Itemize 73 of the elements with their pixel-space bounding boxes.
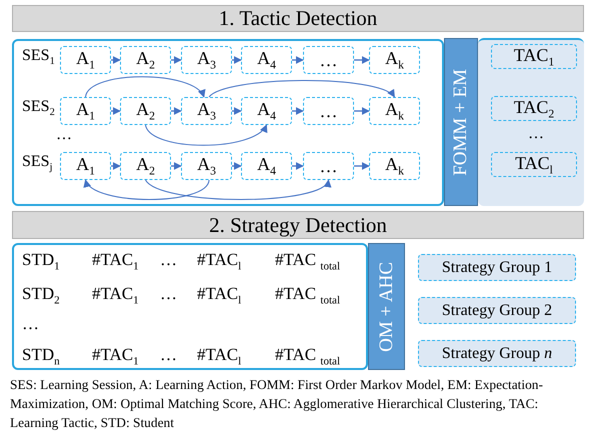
section-header: 1. Tactic Detection [12,5,584,32]
action-box: A$_{4}$ [241,46,292,74]
result-panel [478,38,584,206]
tactic-box: TAC$_{l}$ [491,152,577,177]
action-box: A$_{4}$ [241,97,292,125]
arrow [292,56,304,64]
table-cell: #TAC $_{total}$ [275,250,340,272]
tactic-box: TAC$_{2}$ [491,96,577,121]
action-box: A$_{k}$ [369,152,420,180]
action-box: … [303,46,354,74]
action-box: A$_{k}$ [369,46,420,74]
action-box: A$_{3}$ [181,152,232,180]
curved-arrow [85,76,204,98]
row-label: … [56,126,72,144]
arrow [171,162,182,170]
table-cell: … [160,284,177,304]
table-cell: #TAC$_{l}$ [197,284,242,306]
curved-arrow [85,179,210,200]
strategy-group-box: Strategy Group n [418,340,576,367]
panel [12,39,444,206]
arrow [354,56,370,64]
table-cell: #TAC$_{l}$ [197,250,242,272]
action-box: A$_{1}$ [60,152,111,180]
arrow [232,56,242,64]
table-cell: … [22,314,39,334]
table-cell: #TAC$_{1}$ [92,250,139,272]
caption: SES: Learning Session, A: Learning Action, FOMM: First Order Markov Model, EM: Expectation-Maximization, OM: Optimal Matching Score, AHC: Agglomerative Hierarchical Clustering, TAC: Learning Tactic, STD: Student [10,376,544,432]
arrow [354,107,370,115]
arrow [292,162,304,170]
table-cell: #TAC$_{l}$ [197,345,242,368]
arrow [171,56,182,64]
table-cell: STD$_{n}$ [22,345,60,368]
table-cell: #TAC $_{total}$ [275,345,340,368]
strategy-group-box: Strategy Group 2 [418,297,576,324]
table-cell: #TAC $_{total}$ [275,284,340,306]
curved-arrow [145,179,329,200]
strategy-group-box: Strategy Group 1 [418,254,576,281]
action-box: A$_{2}$ [120,46,171,74]
arrow [111,56,121,64]
action-box: A$_{1}$ [60,97,111,125]
action-box: A$_{k}$ [369,97,420,125]
action-box: A$_{1}$ [60,46,111,74]
action-box: A$_{2}$ [120,97,171,125]
table-cell: #TAC$_{1}$ [92,345,139,368]
arrow [111,162,121,170]
action-box: A$_{3}$ [181,46,232,74]
tactic-box: TAC$_{1}$ [491,44,577,69]
arrow [232,107,242,115]
action-box: A$_{4}$ [241,152,292,180]
table-cell: … [160,345,177,365]
arrow [171,107,182,115]
table-cell: STD$_{1}$ [22,250,60,272]
table-cell: STD$_{2}$ [22,284,60,306]
curved-arrow [145,124,267,146]
action-box: … [303,152,354,180]
method-band: FOMM + EM [444,38,478,206]
arrow [232,162,242,170]
row-label: SES$_{1}$ [22,47,55,68]
panel [12,243,368,370]
row-label: … [528,125,544,143]
action-box: A$_{3}$ [181,97,232,125]
row-label: SES$_{2}$ [22,98,55,118]
table-cell: #TAC$_{1}$ [92,284,139,306]
method-band: OM + AHC [368,243,405,370]
arrow [111,107,121,115]
action-box: … [303,97,354,125]
arrow [354,162,370,170]
table-cell: … [160,250,177,270]
curved-arrow [208,80,396,98]
action-box: A$_{2}$ [120,152,171,180]
row-label: SES$_{j}$ [22,153,52,174]
section-header: 2. Strategy Detection [12,211,584,239]
arrow [292,107,304,115]
